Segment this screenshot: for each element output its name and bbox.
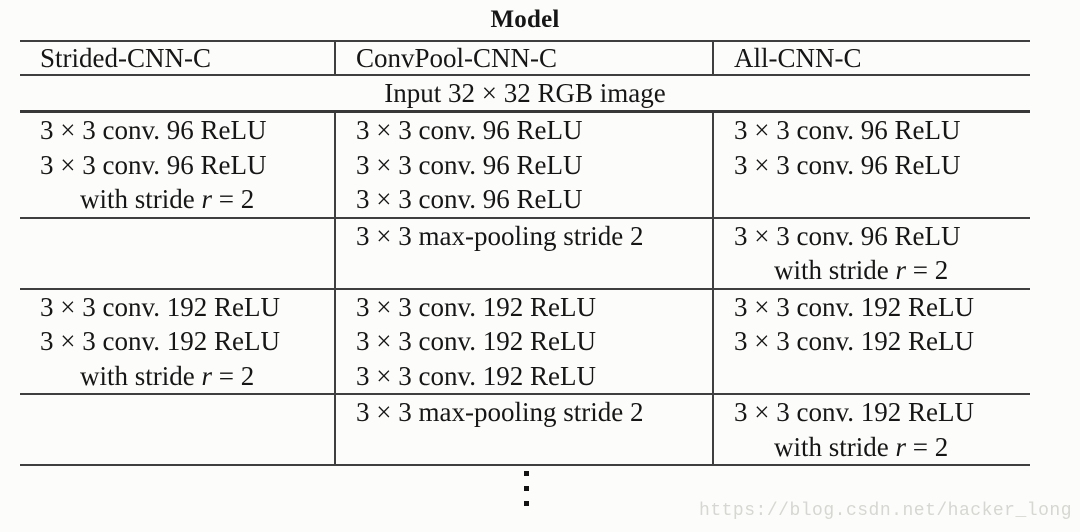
cell-convpool-conv192: 3 × 3 conv. 192 ReLU 3 × 3 conv. 192 ReL… bbox=[334, 288, 713, 395]
layer-line: 3 × 3 conv. 96 ReLU bbox=[40, 115, 267, 145]
layer-line: 3 × 3 conv. 192 ReLU bbox=[734, 326, 974, 356]
layer-line: 3 × 3 conv. 96 ReLU bbox=[734, 149, 961, 180]
cell-convpool-conv96: 3 × 3 conv. 96 ReLU 3 × 3 conv. 96 ReLU … bbox=[334, 111, 713, 219]
cell-allcnn-conv96: 3 × 3 conv. 96 ReLU 3 × 3 conv. 96 ReLU bbox=[712, 111, 1030, 219]
layer-line: 3 × 3 conv. 192 ReLU bbox=[356, 360, 596, 391]
layer-line: 3 × 3 conv. 192 ReLU bbox=[40, 326, 280, 356]
input-spec-cell: Input 32 × 32 RGB image bbox=[20, 75, 1030, 113]
layer-line: 3 × 3 conv. 192 ReLU bbox=[40, 291, 280, 322]
model-architecture-table: Strided-CNN-C ConvPool-CNN-C All-CNN-C I… bbox=[20, 40, 1030, 466]
layer-line: 3 × 3 conv. 96 ReLU bbox=[734, 220, 961, 251]
layer-line: 3 × 3 conv. 96 ReLU bbox=[356, 184, 583, 214]
layer-line: 3 × 3 conv. 192 ReLU bbox=[734, 397, 974, 427]
watermark-url: https://blog.csdn.net/hacker_long bbox=[699, 501, 1072, 521]
table-title: Model bbox=[490, 6, 560, 33]
layer-line: 3 × 3 conv. 192 ReLU bbox=[356, 291, 596, 322]
cell-allcnn-strideconv96: 3 × 3 conv. 96 ReLU with stride r = 2 bbox=[712, 217, 1030, 290]
vertical-ellipsis-icon bbox=[524, 471, 529, 506]
header-row: Strided-CNN-C ConvPool-CNN-C All-CNN-C bbox=[20, 40, 1030, 76]
cell-allcnn-conv192: 3 × 3 conv. 192 ReLU 3 × 3 conv. 192 ReL… bbox=[712, 288, 1030, 395]
column-header-all-cnn-c: All-CNN-C bbox=[712, 40, 1030, 76]
layer-line-stride: with stride r = 2 bbox=[80, 184, 255, 214]
layer-line: 3 × 3 conv. 96 ReLU bbox=[356, 149, 583, 180]
column-header-convpool-cnn-c: ConvPool-CNN-C bbox=[334, 40, 713, 76]
layer-line-stride: with stride r = 2 bbox=[774, 255, 949, 285]
layer-line-stride: with stride r = 2 bbox=[80, 360, 255, 391]
layer-line: 3 × 3 max-pooling stride 2 bbox=[356, 220, 644, 251]
table-row: 3 × 3 max-pooling stride 2 3 × 3 conv. 1… bbox=[20, 394, 1030, 466]
layer-line: 3 × 3 conv. 96 ReLU bbox=[734, 115, 961, 145]
layer-line: 3 × 3 max-pooling stride 2 bbox=[356, 397, 644, 427]
column-header-strided-cnn-c: Strided-CNN-C bbox=[20, 40, 335, 76]
layer-line-stride: with stride r = 2 bbox=[774, 431, 949, 462]
cell-convpool-maxpool96: 3 × 3 max-pooling stride 2 bbox=[334, 217, 713, 290]
cell-strided-conv96: 3 × 3 conv. 96 ReLU 3 × 3 conv. 96 ReLU … bbox=[20, 111, 335, 219]
cell-allcnn-strideconv192: 3 × 3 conv. 192 ReLU with stride r = 2 bbox=[712, 394, 1030, 466]
layer-line: 3 × 3 conv. 96 ReLU bbox=[40, 149, 267, 180]
layer-line: 3 × 3 conv. 96 ReLU bbox=[356, 115, 583, 145]
input-row: Input 32 × 32 RGB image bbox=[20, 75, 1030, 113]
layer-line: 3 × 3 conv. 192 ReLU bbox=[734, 291, 974, 322]
cell-strided-empty bbox=[20, 217, 335, 290]
table-row: 3 × 3 conv. 96 ReLU 3 × 3 conv. 96 ReLU … bbox=[20, 111, 1030, 219]
cell-convpool-maxpool192: 3 × 3 max-pooling stride 2 bbox=[334, 394, 713, 466]
layer-line: 3 × 3 conv. 192 ReLU bbox=[356, 326, 596, 356]
cell-strided-conv192: 3 × 3 conv. 192 ReLU 3 × 3 conv. 192 ReL… bbox=[20, 288, 335, 395]
cell-strided-empty bbox=[20, 394, 335, 466]
table-row: 3 × 3 conv. 192 ReLU 3 × 3 conv. 192 ReL… bbox=[20, 288, 1030, 395]
table-row: 3 × 3 max-pooling stride 2 3 × 3 conv. 9… bbox=[20, 217, 1030, 290]
